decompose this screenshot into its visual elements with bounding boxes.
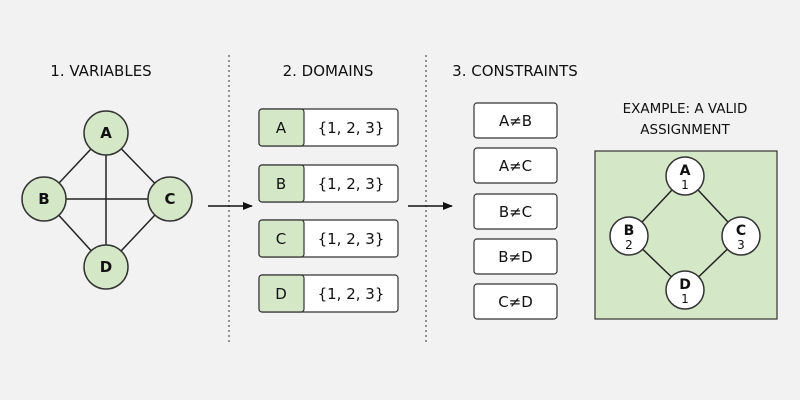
variable-label-c: C xyxy=(164,190,175,208)
constraint-label: A≠C xyxy=(499,157,532,175)
example-value-label: 3 xyxy=(737,238,745,252)
example-title-line2: ASSIGNMENT xyxy=(640,122,730,138)
constraint-box xyxy=(473,147,558,184)
variable-node-b xyxy=(21,176,67,222)
example-var-label: D xyxy=(679,277,691,293)
variable-label-d: D xyxy=(100,258,112,276)
variable-label-b: B xyxy=(38,190,49,208)
example-node-b xyxy=(609,216,649,256)
domain-var-cell xyxy=(258,108,305,147)
example-var-label: A xyxy=(680,163,691,179)
constraint-item: B≠C xyxy=(473,193,558,230)
variable-node-c xyxy=(147,176,193,222)
constraints-heading: 3. CONSTRAINTS xyxy=(452,62,578,80)
variable-label-a: A xyxy=(100,124,112,142)
domains-heading: 2. DOMAINS xyxy=(283,62,374,80)
constraint-box xyxy=(473,193,558,230)
domain-values: {1, 2, 3} xyxy=(318,119,385,137)
domain-var-cell xyxy=(258,219,305,258)
graph-nodes: A B C D xyxy=(21,110,193,290)
variable-node-a xyxy=(83,110,129,156)
domain-var-cell xyxy=(258,164,305,203)
domain-row-c: C {1, 2, 3} xyxy=(258,219,399,258)
domain-var-label: A xyxy=(276,119,287,137)
example-var-label: B xyxy=(624,223,635,239)
example-value-label: 2 xyxy=(625,238,633,252)
constraints-list: A≠B A≠C B≠C B≠D C≠D xyxy=(473,102,558,320)
example-node-d xyxy=(665,270,705,310)
variables-heading: 1. VARIABLES xyxy=(50,62,151,80)
variable-node-d xyxy=(83,244,129,290)
example-node-c xyxy=(721,216,761,256)
constraint-label: B≠C xyxy=(499,203,532,221)
constraint-box xyxy=(473,102,558,139)
domain-values: {1, 2, 3} xyxy=(318,285,385,303)
domain-var-label: D xyxy=(275,285,287,303)
constraint-label: A≠B xyxy=(499,112,532,130)
constraint-item: C≠D xyxy=(473,283,558,320)
example-title-line1: EXAMPLE: A VALID xyxy=(623,101,748,117)
variables-graph: A B C D xyxy=(21,110,193,290)
constraint-item: A≠C xyxy=(473,147,558,184)
domain-var-cell xyxy=(258,274,305,313)
example-value-label: 1 xyxy=(681,292,689,306)
domain-var-label: B xyxy=(276,175,286,193)
domain-row-b: B {1, 2, 3} xyxy=(258,164,399,203)
domains-list: A {1, 2, 3} B {1, 2, 3} C {1, 2, 3} D {1, 2, 3} xyxy=(258,108,399,313)
example-var-label: C xyxy=(736,223,746,239)
constraint-item: B≠D xyxy=(473,238,558,275)
example-node-a xyxy=(665,156,705,196)
domain-row-d: D {1, 2, 3} xyxy=(258,274,399,313)
constraint-label: B≠D xyxy=(498,248,532,266)
domain-row-a: A {1, 2, 3} xyxy=(258,108,399,147)
constraint-label: C≠D xyxy=(498,293,533,311)
constraint-box xyxy=(473,283,558,320)
domain-values: {1, 2, 3} xyxy=(318,175,385,193)
example-value-label: 1 xyxy=(681,178,689,192)
constraint-item: A≠B xyxy=(473,102,558,139)
domain-values: {1, 2, 3} xyxy=(318,230,385,248)
domain-var-label: C xyxy=(276,230,286,248)
constraint-box xyxy=(473,238,558,275)
